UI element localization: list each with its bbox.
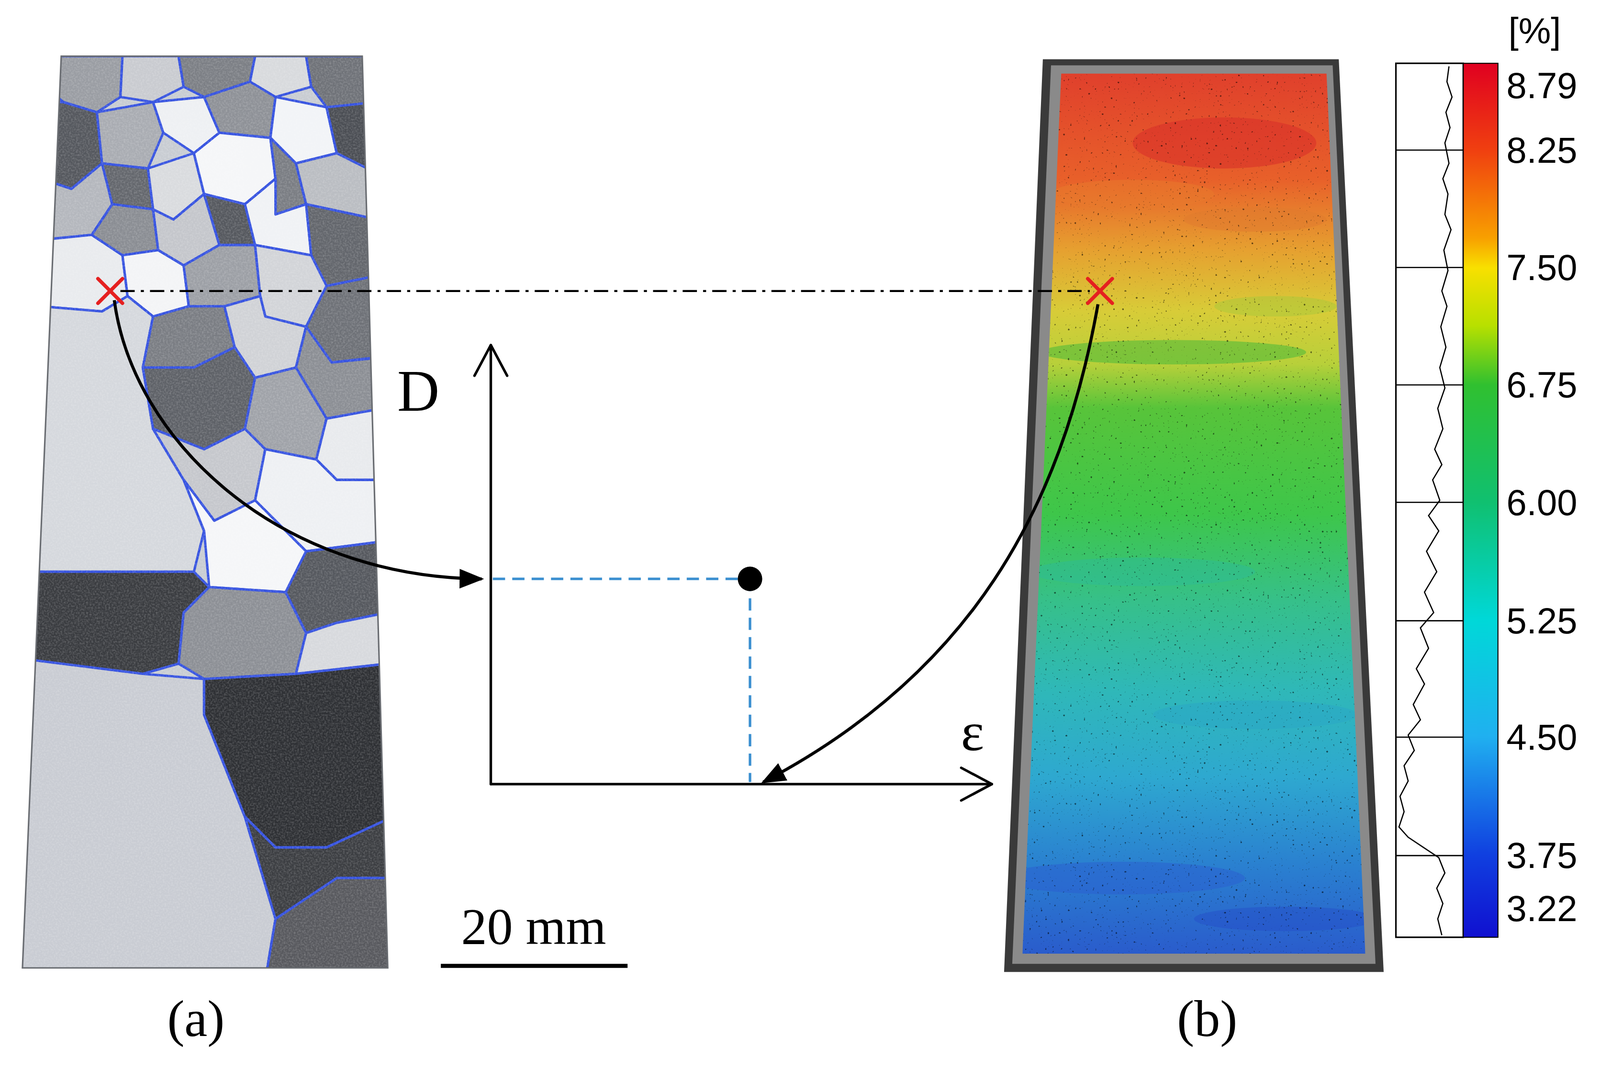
strain-profile (1398, 66, 1453, 936)
tick-label: 7.50 (1506, 246, 1578, 289)
figure-part (1396, 384, 1464, 386)
figure-part (1396, 736, 1464, 738)
figure-part (98, 278, 123, 303)
tick-label: 8.79 (1506, 64, 1578, 107)
figure-part (1396, 501, 1464, 504)
curved-arrow (763, 304, 1098, 783)
tick-label: 4.50 (1506, 716, 1578, 758)
figure-part (748, 578, 751, 782)
figure-part (1396, 266, 1464, 269)
unit-label: [%] (1508, 9, 1562, 52)
figure-part (1087, 278, 1113, 303)
figure-part (1396, 619, 1464, 622)
axis-label: D (397, 357, 440, 425)
curved-arrow (114, 300, 482, 579)
figure-part (492, 577, 750, 581)
tick-label: 6.00 (1506, 481, 1578, 524)
panel-label: (a) (167, 988, 225, 1049)
red-cross (98, 278, 123, 303)
axis-label: ε (961, 700, 985, 764)
figure-part (489, 345, 493, 784)
figure-part (1396, 854, 1464, 857)
tick-label: 5.25 (1506, 599, 1578, 642)
figure-part (1087, 278, 1113, 303)
figure-part (0, 40, 409, 990)
grain-photo (0, 40, 409, 990)
scale-bar (440, 963, 628, 968)
tick-lines (1396, 149, 1464, 856)
figure-part (490, 782, 992, 785)
tick-label: 8.25 (1506, 129, 1578, 171)
figure-part (1010, 61, 1378, 970)
tick-label: 6.75 (1506, 363, 1578, 406)
profile-box (1396, 63, 1464, 938)
red-cross (1087, 278, 1113, 303)
tick-label: 3.75 (1506, 834, 1578, 876)
dash-dot-line (120, 290, 1090, 292)
scale-label: 20 mm (461, 896, 607, 957)
panel-label: (b) (1176, 988, 1238, 1049)
figure-part (961, 767, 992, 801)
figure-part (474, 345, 507, 376)
figure-part (1396, 149, 1464, 151)
data-point (737, 566, 762, 592)
strain-map (999, 61, 1378, 970)
specimen-frame (1004, 59, 1384, 973)
figure-part (98, 278, 123, 303)
tick-label: 3.22 (1506, 887, 1578, 929)
axes (474, 345, 992, 801)
figure-part (1010, 61, 1378, 970)
color-scale (1463, 63, 1498, 938)
specimen-outline (22, 55, 388, 968)
projection-lines (492, 578, 750, 782)
